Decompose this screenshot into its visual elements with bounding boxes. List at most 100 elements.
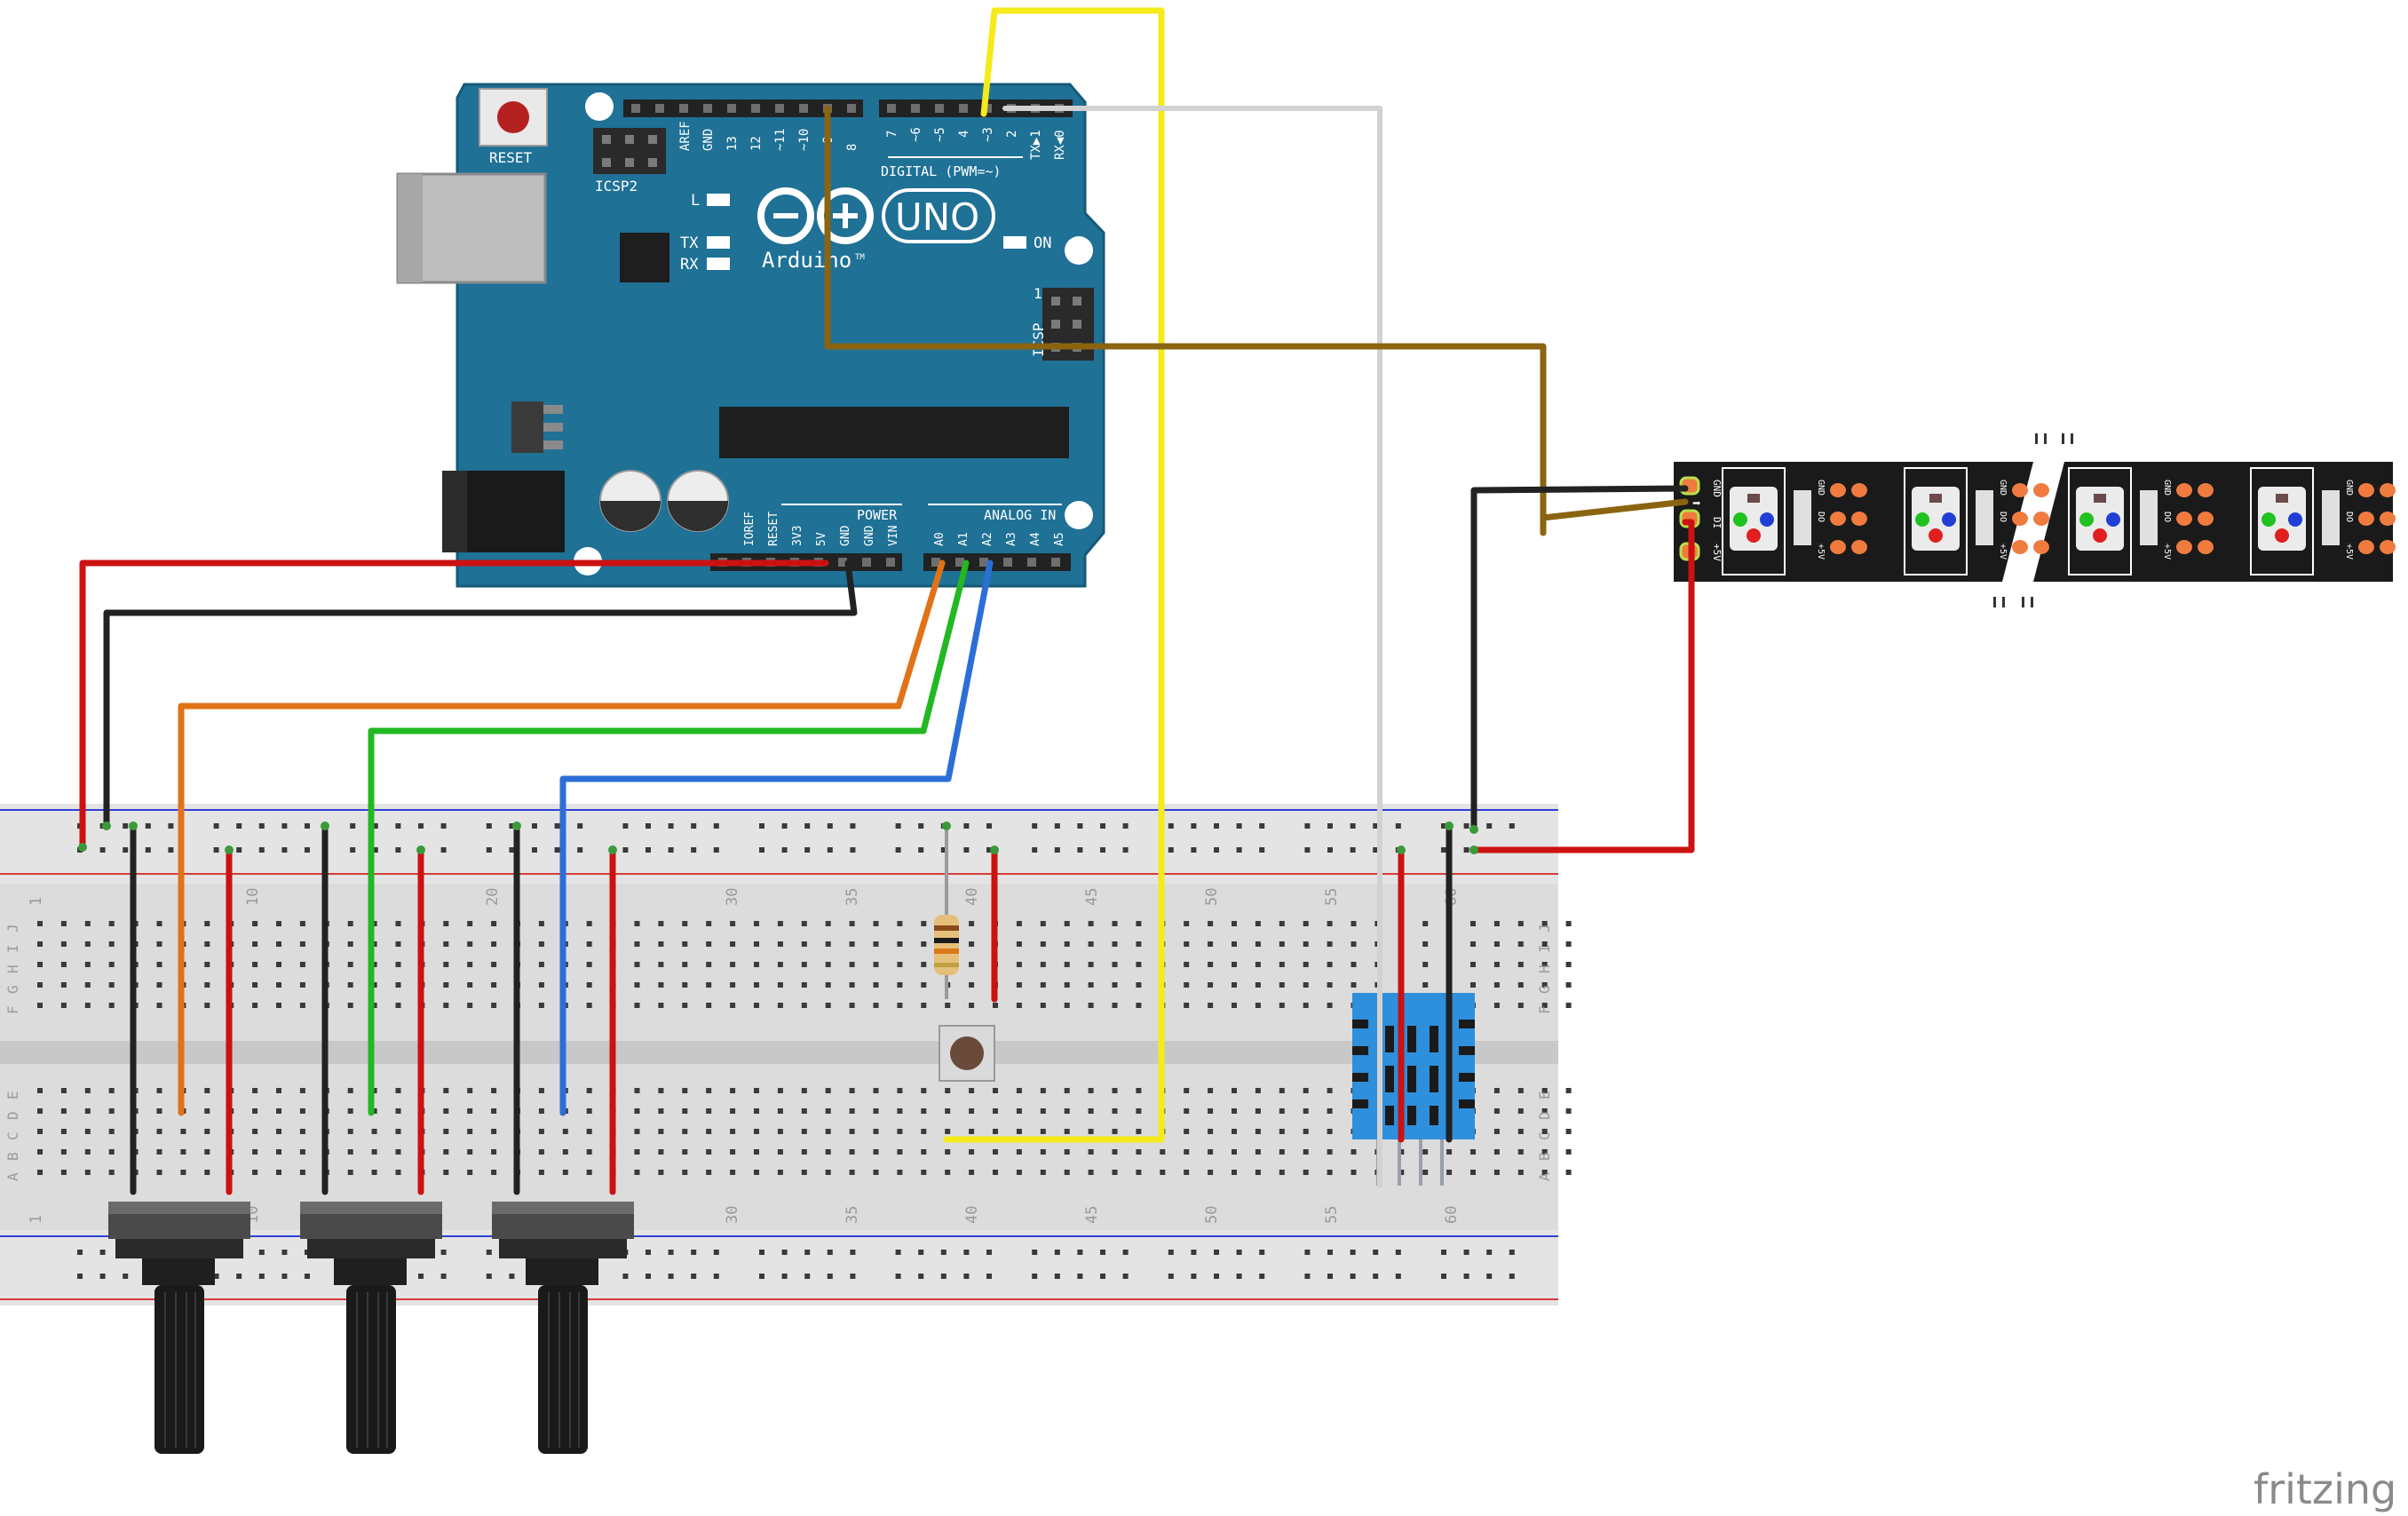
potentiometer-shaft[interactable] [538, 1285, 588, 1454]
led-rx [707, 258, 730, 270]
row-letter: J [4, 924, 21, 933]
reset-button[interactable] [479, 88, 548, 147]
hole [538, 1088, 544, 1093]
resistor[interactable] [934, 826, 959, 999]
wire-orange-a0[interactable] [178, 560, 946, 1116]
solder-pad [2012, 512, 2028, 526]
rail-hole [850, 823, 856, 829]
hole [108, 1003, 115, 1008]
col-num: 30 [724, 1206, 741, 1224]
wire-black-strip[interactable] [1470, 485, 1689, 833]
hole [60, 1149, 67, 1155]
rail-hole [895, 1250, 901, 1255]
hole [156, 941, 162, 947]
potentiometer-3[interactable] [492, 1202, 634, 1454]
hole [777, 1129, 783, 1134]
pin-label: 7 [885, 131, 899, 138]
hole [945, 1170, 951, 1175]
hole [491, 1149, 497, 1155]
hole [1184, 1170, 1190, 1175]
hole [849, 1088, 855, 1093]
hole [682, 1108, 688, 1114]
hole [1040, 921, 1046, 926]
hole [491, 1108, 497, 1114]
rail-hole [850, 1274, 856, 1279]
rail-hole [1191, 823, 1197, 829]
hole [1040, 1003, 1046, 1008]
hole [1279, 1003, 1285, 1008]
rail-hole [486, 1250, 492, 1255]
rail-hole [281, 1250, 288, 1255]
rail-hole [1191, 1274, 1197, 1279]
wire-black-gnd[interactable] [103, 560, 858, 829]
rail-hole [963, 1250, 970, 1255]
wire-green-a1[interactable] [368, 560, 970, 1116]
led-tx [707, 236, 730, 249]
hole [1327, 1170, 1333, 1175]
potentiometer-1[interactable] [108, 1202, 250, 1454]
rail-hole [804, 1274, 811, 1279]
icsp-label: ICSP [1030, 322, 1047, 357]
pin-label: TX▶1 [1029, 130, 1043, 160]
led-strip[interactable]: GND DI +5V ➡ GNDDO+5VGNDDO+5VGNDDO+5VGND… [1674, 433, 2396, 607]
solder-pad [1851, 483, 1867, 497]
led-red [2275, 528, 2289, 543]
col-num: 45 [1083, 1206, 1101, 1224]
trademark: TM [855, 253, 865, 262]
rail-hole [1350, 1274, 1356, 1279]
hole [849, 921, 855, 926]
hole [180, 1129, 186, 1134]
rail-hole [305, 1274, 310, 1279]
rail-hole [781, 823, 788, 829]
header-pin [979, 558, 988, 567]
rail-hole [258, 823, 265, 829]
hole [60, 1108, 67, 1114]
hole [491, 1170, 497, 1175]
reset-button-cap[interactable] [497, 101, 529, 133]
row-letter: D [4, 1111, 21, 1120]
hole [1351, 921, 1357, 926]
potentiometer-2[interactable] [300, 1202, 442, 1454]
rail-hole [622, 1274, 629, 1279]
hole [1470, 962, 1476, 967]
potentiometer-shaft[interactable] [154, 1285, 204, 1454]
potentiometer-shaft[interactable] [346, 1285, 396, 1454]
wire-blue-a2[interactable] [559, 560, 994, 1116]
hole [825, 982, 831, 988]
hole [801, 982, 807, 988]
hole [1255, 1149, 1261, 1155]
hole [849, 962, 855, 967]
hole [706, 1088, 712, 1093]
wire-brown-pin8[interactable] [824, 105, 1689, 521]
capacitor [599, 470, 661, 532]
hole [777, 1170, 783, 1175]
hole [945, 1129, 951, 1134]
wire-red-5v[interactable] [79, 560, 829, 851]
dht11-sensor[interactable] [1352, 993, 1475, 1186]
rail-hole [372, 847, 378, 853]
wire-yellow[interactable] [943, 7, 1165, 1143]
rail-hole [963, 1274, 970, 1279]
hole [276, 921, 281, 926]
hole [443, 921, 449, 926]
hole [371, 941, 377, 947]
segment-label: GND [1816, 480, 1826, 496]
wire-white[interactable] [1002, 106, 1382, 1188]
hole [1493, 982, 1500, 988]
hole [491, 1129, 497, 1134]
hole [395, 921, 401, 926]
hole [84, 1003, 91, 1008]
rail-hole [691, 1250, 697, 1255]
hole [299, 1108, 305, 1114]
analog-pin-labels: A0 A1 A2 A3 A4 A5 [933, 532, 1066, 546]
header-pin [1027, 558, 1036, 567]
arduino-uno-board[interactable]: RESET ICSP2 L TX RX ON UNO Arduino TM [396, 83, 1105, 588]
hole [299, 1003, 305, 1008]
hole [108, 982, 115, 988]
wire-red-strip[interactable] [1470, 519, 1695, 853]
strip-break-marks [1993, 433, 2073, 607]
led-blue [2106, 512, 2120, 527]
rail-hole [440, 847, 447, 853]
col-num: 30 [724, 888, 741, 906]
push-button[interactable] [939, 1025, 995, 1082]
